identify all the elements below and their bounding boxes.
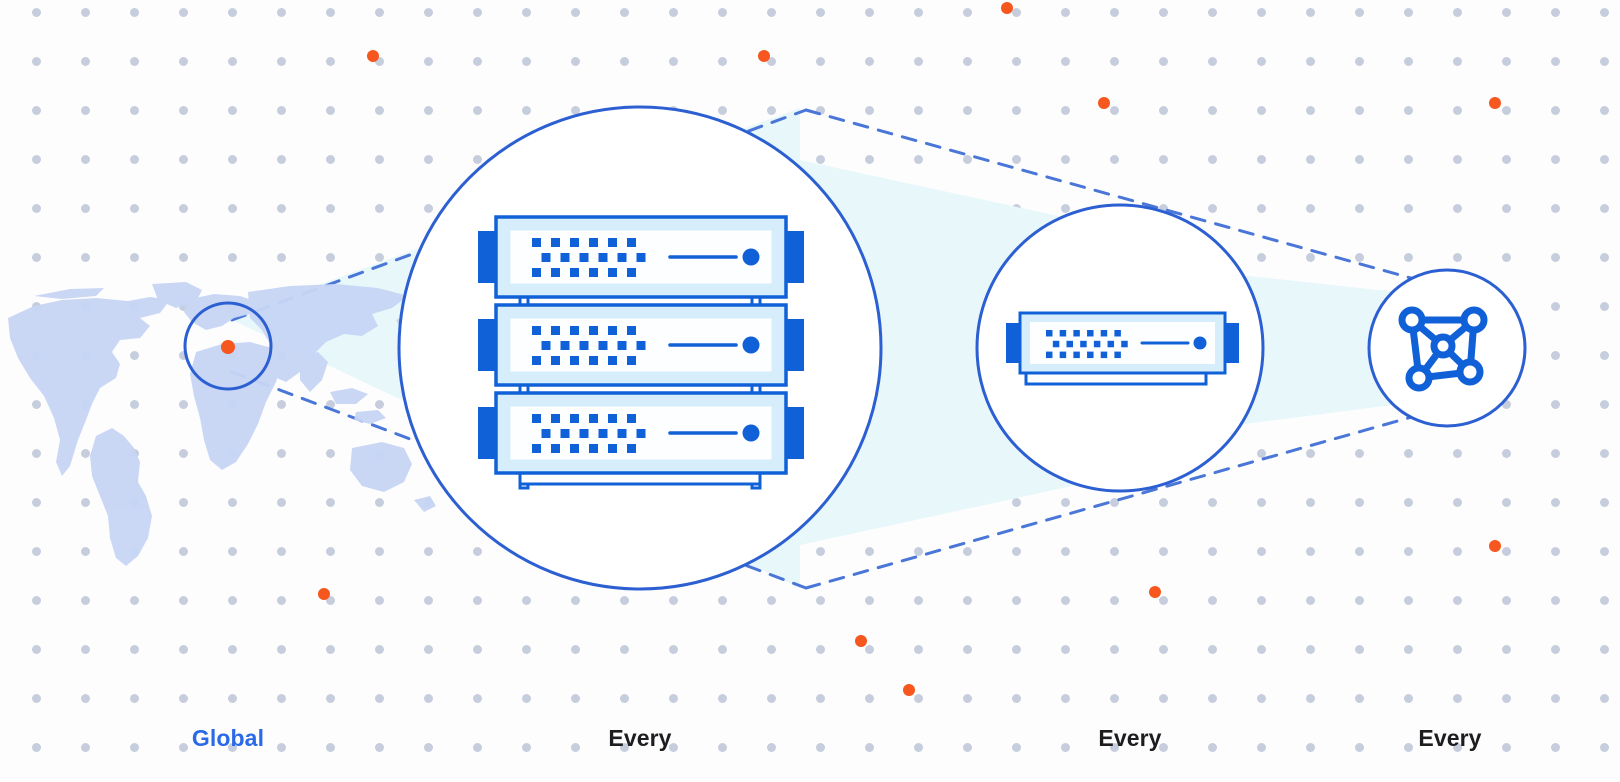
label-every-server: Every server <box>1030 668 1230 782</box>
label-every-service: Every service <box>1350 668 1550 782</box>
server-zoom <box>975 203 1265 493</box>
server-unit-2 <box>478 305 804 385</box>
label-every-data-center-line1: Every <box>608 725 672 751</box>
guide-bottom-dc-to-srv <box>804 398 1474 590</box>
guide-top-dc-to-server <box>804 108 1474 297</box>
data-center-zoom <box>397 105 883 591</box>
label-every-server-line1: Every <box>1098 725 1162 751</box>
service-zoom <box>1367 268 1527 428</box>
server-unit-single <box>1006 313 1239 373</box>
map-highlight <box>183 301 273 391</box>
world-map-icon <box>8 282 436 566</box>
server-unit-3 <box>478 393 804 473</box>
server-unit-1 <box>478 217 804 297</box>
map-location-pin <box>221 340 235 354</box>
server-rack <box>478 217 804 490</box>
orange-accent-dots <box>318 2 1501 696</box>
label-every-data-center: Every data center <box>540 668 740 782</box>
label-every-service-line1: Every <box>1418 725 1482 751</box>
label-global-network-line1: Global <box>191 725 265 751</box>
map-zoom-circle <box>183 301 273 391</box>
label-global-network: Global network <box>128 668 328 782</box>
network-graph-icon <box>1398 306 1488 392</box>
